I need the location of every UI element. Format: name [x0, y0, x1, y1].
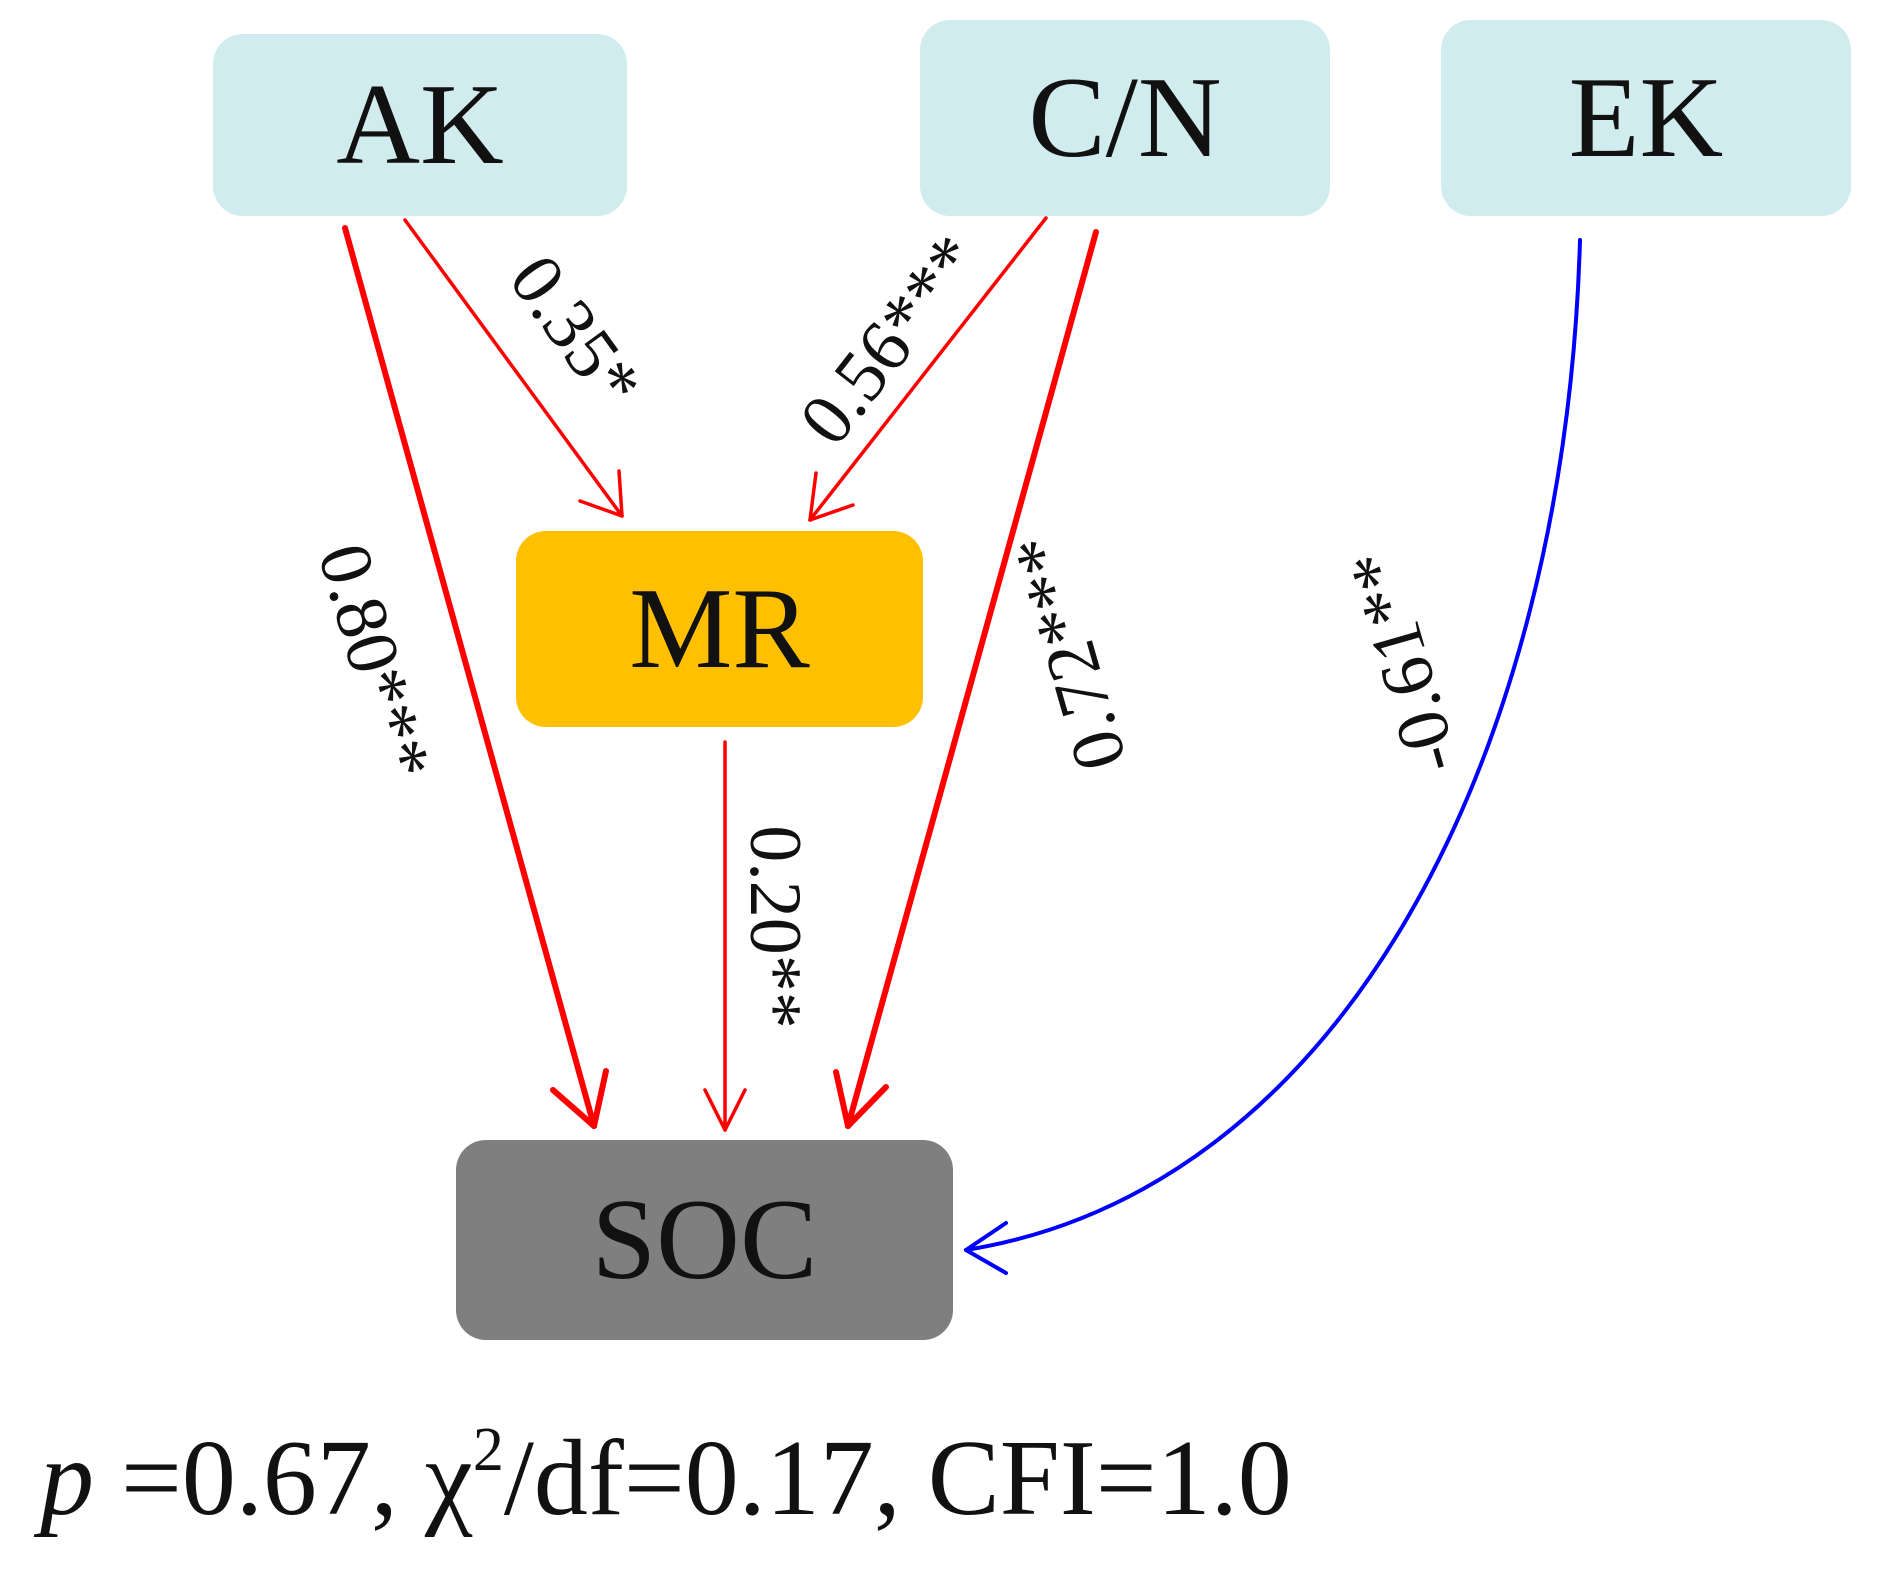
p-value: =0.67, — [94, 1419, 425, 1538]
edge-cn-mr — [808, 216, 1048, 522]
node-mr: MR — [516, 531, 923, 727]
chi-exponent: 2 — [472, 1416, 504, 1484]
edge-ak-mr — [403, 218, 624, 518]
model-fit-statistics: p =0.67, χ2/df=0.17, CFI=1.0 — [40, 1419, 1292, 1533]
edge-mr-soc — [703, 740, 747, 1132]
chi-symbol: χ — [424, 1419, 473, 1538]
edge-cn-soc — [833, 229, 1099, 1129]
node-ak: AK — [213, 34, 627, 216]
edge-ek-soc — [964, 238, 1582, 1275]
node-soc: SOC — [456, 1140, 953, 1340]
edge-ak-soc — [342, 225, 609, 1129]
fit-rest: /df=0.17, CFI=1.0 — [503, 1419, 1292, 1538]
p-symbol: p — [40, 1419, 94, 1538]
node-cn: C/N — [920, 20, 1330, 216]
label-mr-soc: 0.20** — [733, 825, 816, 1029]
node-ek: EK — [1441, 20, 1851, 216]
